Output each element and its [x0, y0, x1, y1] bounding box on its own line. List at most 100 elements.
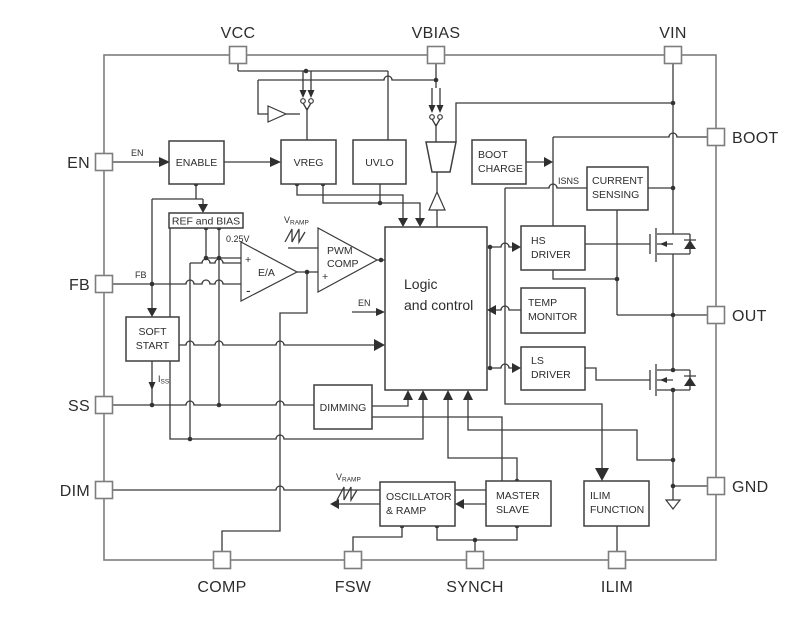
pin-vin-label: VIN — [659, 25, 687, 42]
hs-diode-icon — [684, 240, 696, 249]
hs-mosfet-arrow-icon — [660, 241, 667, 247]
ground-icon — [664, 499, 682, 510]
pin-gnd — [706, 476, 726, 496]
error-amp-minus: - — [246, 282, 251, 298]
label-en-logic: EN — [358, 298, 371, 308]
pin-ss — [94, 395, 114, 415]
label-fb-wire: FB — [135, 270, 147, 280]
block-boot-charge: BOOT CHARGE — [471, 139, 527, 185]
sawtooth-icon-pwm — [284, 228, 306, 245]
label-vramp-osc: VRAMP — [336, 472, 361, 484]
switch-body — [425, 141, 457, 173]
block-soft-start-label1: SOFT — [139, 326, 168, 338]
pin-dim-label: DIM — [60, 483, 90, 500]
arrow-temp-into-logic — [487, 305, 496, 315]
block-hs-driver-label2: DRIVER — [531, 249, 571, 261]
block-master-slave-label2: SLAVE — [496, 504, 529, 516]
wire-enable-down — [151, 184, 204, 310]
block-current-sensing-label1: CURRENT — [592, 175, 644, 187]
wire-isns-to-ilim — [504, 188, 603, 468]
pin-out — [706, 305, 726, 325]
switch-contact-icon — [300, 98, 306, 104]
block-oscillator-ramp: OSCILLATOR & RAMP — [379, 481, 456, 527]
block-hs-driver: HS DRIVER — [520, 225, 586, 271]
label-vramp-pwm: VRAMP — [284, 215, 309, 227]
block-uvlo: UVLO — [352, 139, 407, 185]
block-uvlo-label: UVLO — [365, 157, 394, 169]
wire-masterslave-to-logic — [447, 398, 518, 481]
wire-labels: EN FB 0.25V ISNS EN VRAMP VRAMP ISS — [131, 148, 579, 484]
pins — [94, 45, 726, 570]
wire-hsdriver-return — [552, 270, 617, 280]
wire-vreg-out2 — [322, 184, 421, 220]
pin-out-label: OUT — [732, 308, 767, 325]
block-master-slave: MASTER SLAVE — [485, 480, 552, 527]
pin-synch-label: SYNCH — [446, 579, 504, 596]
pin-labels: VCC VBIAS VIN EN FB SS DIM BOOT OUT GND … — [60, 25, 778, 596]
pwm-comp-plus: + — [322, 271, 328, 283]
arrow-into-softstart — [147, 308, 157, 317]
arrow-vbias-sel-a — [428, 105, 436, 113]
buffer-icon — [267, 105, 288, 123]
pin-synch — [465, 550, 485, 570]
label-isns: ISNS — [558, 176, 579, 186]
error-amp-icon — [240, 240, 299, 302]
pin-comp — [212, 550, 232, 570]
pin-gnd-label: GND — [732, 479, 768, 496]
pin-vcc-label: VCC — [221, 25, 256, 42]
pin-ilim — [607, 550, 627, 570]
block-vreg-label: VREG — [294, 157, 324, 169]
block-boot-charge-label2: CHARGE — [478, 163, 523, 175]
selector-symbols — [267, 98, 696, 510]
block-ls-driver-label2: DRIVER — [531, 369, 571, 381]
pin-en-label: EN — [67, 155, 90, 172]
error-amp-label: E/A — [258, 267, 275, 279]
block-oscillator-label2: & RAMP — [386, 505, 426, 517]
pin-dim — [94, 480, 114, 500]
arrow-sw-into-logic — [463, 390, 473, 400]
block-enable: ENABLE — [168, 140, 225, 185]
arrow-into-lsdriver — [512, 363, 521, 373]
block-oscillator-label1: OSCILLATOR — [386, 491, 452, 503]
arrow-into-hsdriver — [512, 242, 521, 252]
wire-softstart-to-logic — [179, 340, 374, 346]
wire-fsw — [352, 526, 403, 551]
arrow-bootcharge — [544, 157, 553, 167]
arrow-iss — [148, 382, 156, 390]
arrow-uvlo-into-logic — [415, 218, 425, 227]
wire-ss-line — [113, 400, 314, 406]
block-ls-driver: LS DRIVER — [520, 346, 586, 391]
arrow-en-into-logic — [376, 308, 385, 316]
wire-swnode-sense — [467, 398, 673, 461]
arrow-vcc-sel-a — [299, 90, 307, 98]
block-master-slave-label1: MASTER — [496, 490, 540, 502]
arrow-ref-into-logic — [418, 390, 428, 400]
switch-contact-icon — [437, 114, 443, 120]
arrow-vreg-into-logic — [398, 218, 408, 227]
block-ls-driver-label1: LS — [531, 355, 544, 367]
block-temp-monitor: TEMP MONITOR — [520, 287, 586, 334]
wire-vreg-out1 — [296, 184, 404, 220]
pin-boot — [706, 127, 726, 147]
arrow-softstart-into-logic — [374, 339, 385, 351]
block-logic-label1: Logic — [404, 276, 437, 292]
pin-fb-label: FB — [69, 277, 90, 294]
arrow-into-refbias — [198, 204, 208, 213]
arrow-into-ilimfunction — [595, 468, 609, 481]
arrow-ms-into-osc — [455, 499, 464, 509]
block-ilim-function-label1: ILIM — [590, 490, 610, 502]
block-logic-label2: and control — [404, 297, 473, 313]
error-amp-plus: + — [245, 254, 251, 266]
pwm-comp-label1: PWM — [327, 245, 353, 257]
wire-vin-to-switch — [455, 102, 673, 142]
pin-vbias — [426, 45, 446, 65]
arrow-vbias-sel-b — [436, 105, 444, 113]
pin-fb — [94, 274, 114, 294]
blocks: ENABLE VREG UVLO BOOT CHARGE CURRENT SEN… — [125, 139, 650, 527]
block-soft-start: SOFT START — [125, 316, 180, 362]
label-iss: ISS — [158, 374, 170, 386]
switch-pole-vbias — [431, 118, 441, 127]
hs-mosfet — [649, 228, 673, 262]
pin-vcc — [228, 45, 248, 65]
